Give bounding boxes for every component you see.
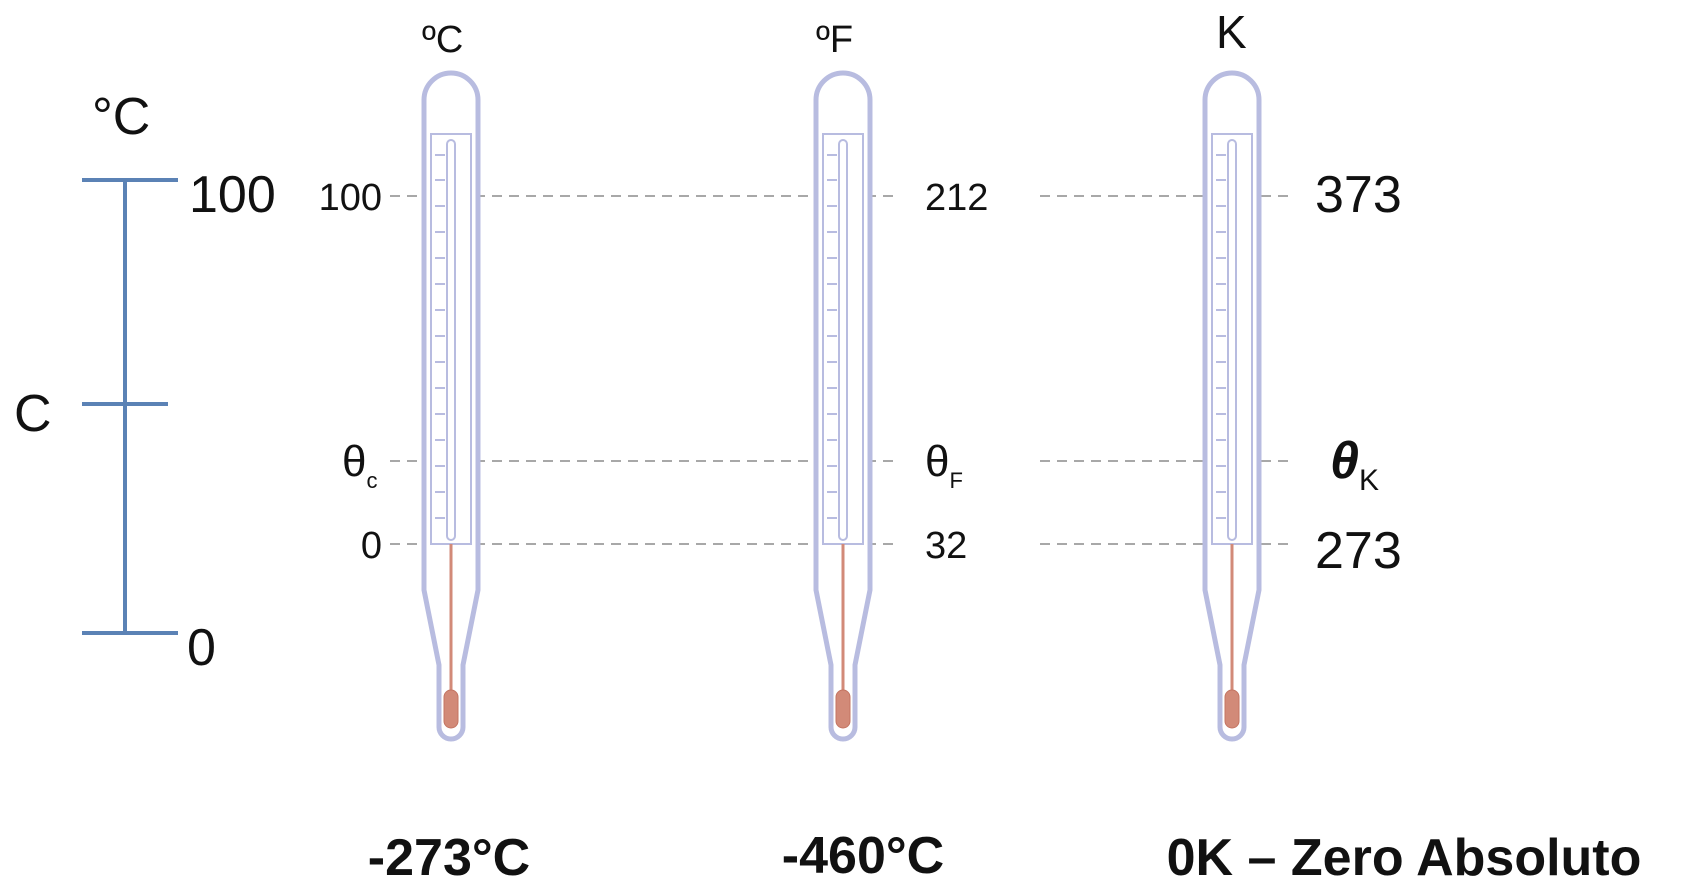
thermo-3-theta: θK — [1330, 432, 1379, 497]
mercury-column — [841, 544, 845, 694]
scale-bottom-label: 0 — [187, 619, 216, 677]
mercury-bulb — [1224, 689, 1240, 729]
thermo-3-bottom: 273 — [1315, 522, 1402, 580]
thermo-1-unit: ºC — [422, 19, 463, 61]
thermometer-celsius — [421, 70, 481, 742]
thermo-3-top: 373 — [1315, 166, 1402, 224]
thermometer-glass — [1202, 70, 1262, 742]
capillary-tube — [446, 139, 456, 541]
mercury-bulb — [443, 689, 459, 729]
mercury-column — [449, 544, 453, 694]
thermometer-kelvin — [1202, 70, 1262, 742]
thermometer-glass — [421, 70, 481, 742]
capillary-tube — [838, 139, 848, 541]
thermo-2-caption: -460°C — [782, 827, 944, 879]
scale-ticks — [435, 154, 445, 519]
thermo-2-unit: ºF — [816, 19, 853, 61]
thermo-1-caption: -273°C — [368, 829, 530, 879]
thermo-2-theta: θF — [925, 437, 963, 493]
mercury-bulb — [835, 689, 851, 729]
thermo-1-theta: θc — [342, 437, 377, 493]
scale-top-label: 100 — [189, 166, 276, 224]
thermo-1-top: 100 — [319, 177, 382, 219]
thermo-1-bottom: 0 — [361, 525, 382, 567]
celsius-scale-bar: °C 100 C 0 — [14, 88, 276, 677]
thermo-2-bottom: 32 — [925, 525, 967, 567]
thermometer-glass — [813, 70, 873, 742]
capillary-tube — [1227, 139, 1237, 541]
scale-ticks — [827, 154, 837, 519]
thermo-3-caption: 0K – Zero Absoluto — [1167, 829, 1642, 879]
scale-mid-label: C — [14, 385, 52, 443]
thermo-2-top: 212 — [925, 177, 988, 219]
scale-ticks — [1216, 154, 1226, 519]
thermo-3-unit: K — [1216, 6, 1247, 58]
thermometer-fahrenheit — [813, 70, 873, 742]
mercury-column — [1230, 544, 1234, 694]
scale-unit: °C — [92, 88, 150, 146]
